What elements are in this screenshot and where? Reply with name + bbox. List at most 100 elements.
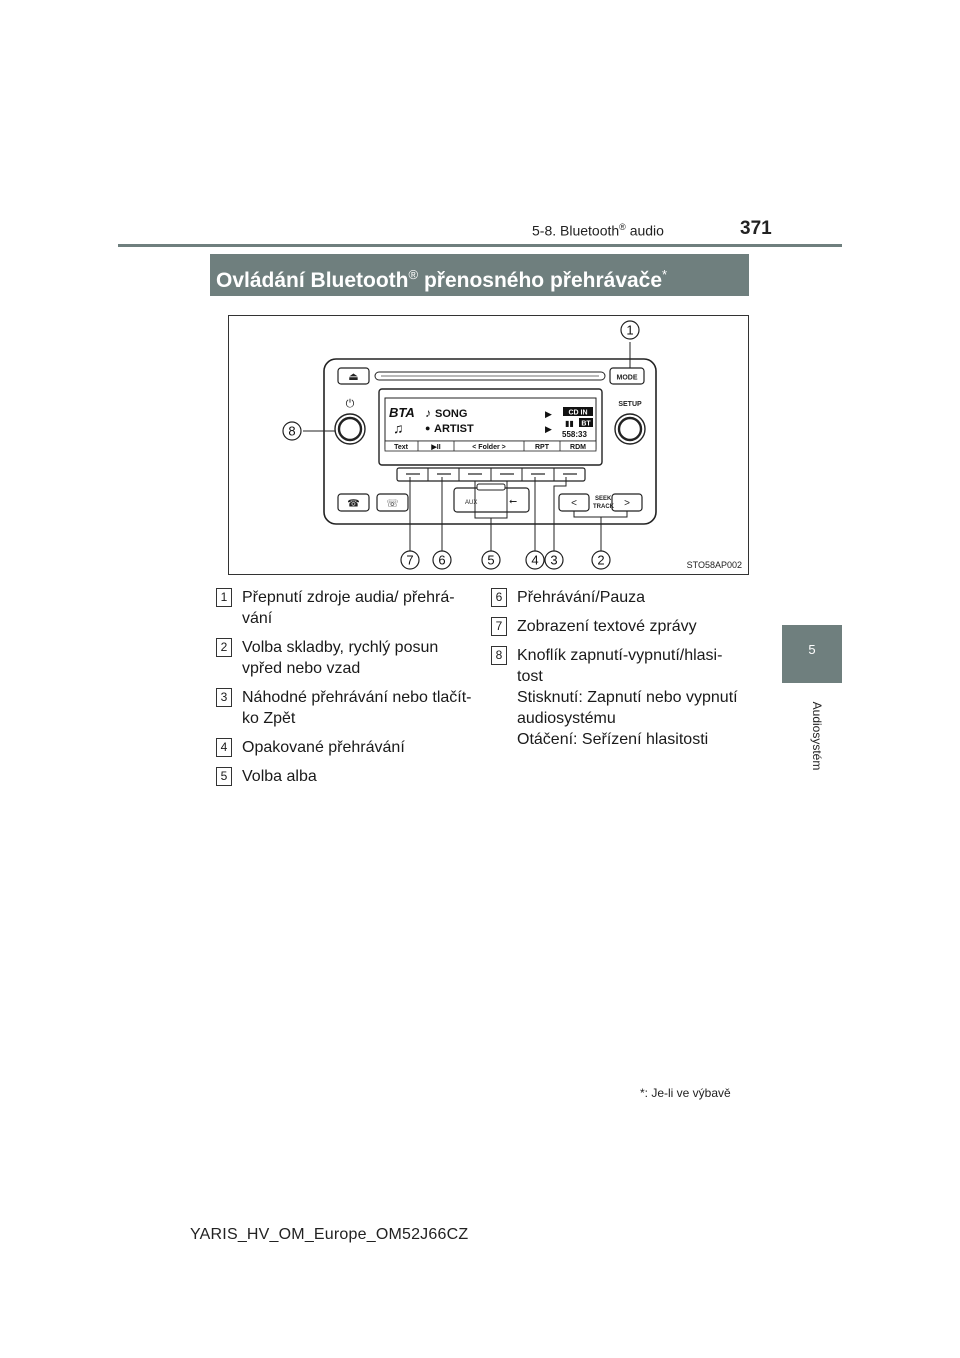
legend-text: Knoflík zapnutí-vypnutí/hlasi-: [517, 647, 723, 664]
svg-text:2: 2: [597, 553, 604, 568]
cd-in-badge: [563, 407, 593, 416]
callout-8: [282, 421, 302, 441]
svg-text:6: 6: [438, 553, 445, 568]
legend-text: audiosystému: [517, 710, 616, 727]
cd-in-label: CD IN: [568, 410, 587, 417]
legend-text: vání: [242, 610, 273, 627]
legend-number: 2: [216, 638, 232, 657]
svg-text:8: 8: [288, 424, 295, 439]
footnote: *: Je-li ve výbavě: [640, 1086, 731, 1100]
svg-text:1: 1: [626, 323, 633, 338]
artist-arrow-icon: ▶: [545, 424, 552, 434]
track-label: TRACK: [593, 504, 615, 510]
legend-text: Opakované přehrávání: [242, 739, 405, 756]
display-source: BTA: [389, 405, 415, 420]
legend-text: Otáčení: Seřízení hlasitosti: [517, 731, 709, 748]
legend-item: 4 Opakované přehrávání: [216, 737, 476, 758]
preset-buttons-row: [396, 467, 586, 482]
legend-text: Přehrávání/Pauza: [517, 589, 646, 606]
legend-item: 2 Volba skladby, rychlý posun vpřed nebo v…: [216, 637, 476, 679]
callout-6: [432, 550, 452, 570]
svg-text:4: 4: [531, 553, 538, 568]
eject-button: [337, 367, 370, 385]
legend-number: 4: [216, 738, 232, 757]
svg-text:7: 7: [406, 553, 413, 568]
legend-item: 5 Volba alba: [216, 766, 476, 787]
setup-label: SETUP: [618, 401, 642, 408]
song-arrow-icon: ▶: [545, 409, 552, 419]
legend-item: 1 Přepnutí zdroje audia/ přehrá-vání: [216, 587, 476, 629]
bt-label: BT: [581, 421, 591, 428]
softkey-bar: [384, 440, 597, 452]
legend-item: 6 Přehrávání/Pauza: [491, 587, 761, 608]
call-button: [337, 493, 370, 512]
callout-5: [481, 550, 501, 570]
legend-list-right: 6 Přehrávání/Pauza 7 Zobrazení textové zprá…: [491, 587, 761, 758]
seek-label: SEEK: [595, 496, 612, 502]
header-rule: [118, 244, 842, 247]
bt-badge: [579, 418, 593, 427]
legend-item: 7 Zobrazení textové zprávy: [491, 616, 761, 637]
legend-number: 3: [216, 688, 232, 707]
display-song: SONG: [435, 408, 467, 420]
audio-unit-illustration: ⏏ MODE SETUP ⏻ BTA ♪ SONG ♫ ● ARTIST ▶ ▶…: [282, 320, 657, 570]
softkey-rpt: RPT: [535, 444, 550, 451]
power-icon: ⏻: [346, 398, 355, 410]
softkey-text: Text: [394, 444, 409, 451]
music-notes-icon: ♫: [393, 420, 404, 436]
hang-up-button: [376, 493, 409, 512]
usb-icon: ⭠: [509, 496, 517, 507]
legend-text: Přepnutí zdroje audia/ přehrá-: [242, 589, 455, 606]
mode-label: MODE: [617, 375, 638, 382]
eject-icon: ⏏: [348, 371, 358, 383]
audio-unit-figure: ⏏ MODE SETUP ⏻ BTA ♪ SONG ♫ ● ARTIST ▶ ▶…: [228, 315, 749, 575]
phone-icon: ☎: [347, 499, 359, 510]
asterisk-icon: *: [640, 1086, 645, 1100]
callout-markers: 1 2 3 4 5 6 7 8: [282, 320, 640, 570]
callout-3: [544, 550, 564, 570]
legend-number: 5: [216, 767, 232, 786]
mode-button: [609, 367, 645, 385]
section-title: 5-8. Bluetooth® audio: [532, 222, 664, 239]
signal-icon: ▮▮: [565, 419, 574, 428]
document-code: YARIS_HV_OM_Europe_OM52J66CZ: [190, 1226, 469, 1243]
legend-text: tost: [517, 668, 543, 685]
legend-text: Volba skladby, rychlý posun: [242, 639, 439, 656]
chapter-label: Audiosystém: [810, 701, 824, 771]
softkey-play-pause: ▶II: [430, 444, 440, 451]
callout-1: [620, 320, 640, 340]
legend-item: 3 Náhodné přehrávání nebo tlačít-ko Zpět: [216, 687, 476, 729]
legend-text: Náhodné přehrávání nebo tlačít-: [242, 689, 472, 706]
section-banner: Ovládání Bluetooth® přenosného přehrávač…: [210, 254, 749, 296]
legend-number: 6: [491, 588, 507, 607]
chevron-right-icon: >: [624, 498, 630, 509]
chapter-tab: 5: [782, 625, 842, 683]
legend-text: Zobrazení textové zprávy: [517, 618, 697, 635]
legend-number: 7: [491, 617, 507, 636]
aux-label: AUX: [465, 500, 477, 506]
legend-text: ko Zpět: [242, 710, 296, 727]
legend-text: Volba alba: [242, 768, 317, 785]
softkey-folder: < Folder >: [472, 444, 505, 451]
artist-icon: ●: [425, 423, 430, 433]
legend-text: Stisknutí: Zapnutí nebo vypnutí: [517, 689, 738, 706]
display-time: 558:33: [562, 430, 587, 439]
legend-number: 1: [216, 588, 232, 607]
callout-2: [591, 550, 611, 570]
legend-text: vpřed nebo vzad: [242, 660, 361, 677]
hang-up-icon: ☏: [386, 499, 399, 510]
callout-4: [525, 550, 545, 570]
softkey-rdm: RDM: [570, 444, 586, 451]
callout-7: [400, 550, 420, 570]
svg-text:5: 5: [487, 553, 494, 568]
svg-text:3: 3: [550, 553, 557, 568]
figure-code: STO58AP002: [686, 560, 742, 570]
page-number: 371: [740, 218, 772, 239]
chevron-left-icon: <: [571, 498, 577, 509]
legend-number: 8: [491, 646, 507, 665]
leader-lines: [303, 342, 631, 552]
display-artist: ARTIST: [434, 423, 474, 435]
music-note-icon: ♪: [425, 406, 431, 420]
